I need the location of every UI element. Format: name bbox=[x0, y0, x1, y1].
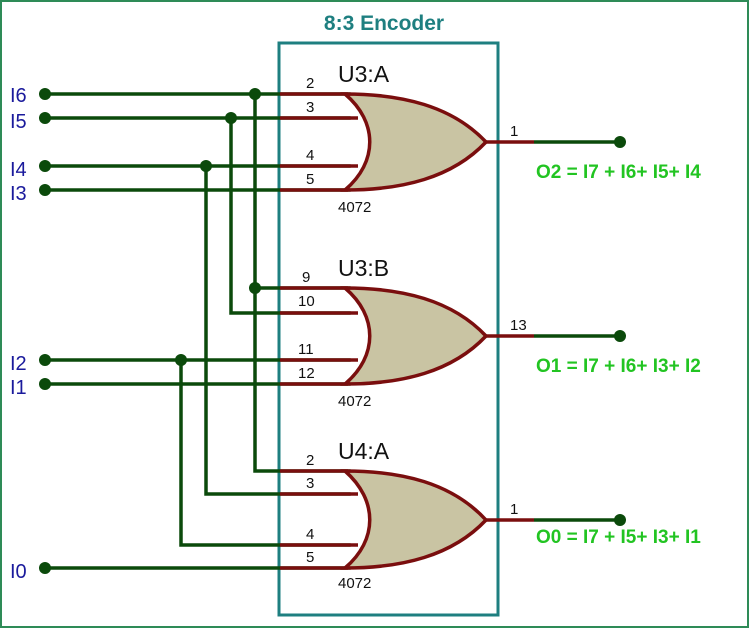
input-label: I2 bbox=[10, 353, 27, 375]
terminal-i4[interactable] bbox=[39, 160, 51, 172]
gate-u3a: U3:A 2 3 4 5 4072 1 bbox=[280, 61, 534, 216]
input-label: I5 bbox=[10, 111, 27, 133]
pin-number: 12 bbox=[298, 365, 315, 382]
input-label: I4 bbox=[10, 159, 27, 181]
pin-number: 3 bbox=[306, 99, 314, 116]
terminal-i6[interactable] bbox=[39, 88, 51, 100]
terminal-i3[interactable] bbox=[39, 184, 51, 196]
or-gate-body bbox=[340, 286, 489, 386]
equation-o0: O0 = I7 + I5+ I3+ I1 bbox=[536, 527, 701, 548]
gate-u3b: U3:B 9 10 11 12 4072 13 bbox=[280, 255, 534, 410]
input-label: I6 bbox=[10, 85, 27, 107]
or-gate-body bbox=[340, 92, 489, 192]
output-pin-number: 1 bbox=[510, 123, 518, 140]
junction-i5 bbox=[225, 112, 237, 124]
terminal-o2[interactable] bbox=[614, 136, 626, 148]
pin-number: 4 bbox=[306, 526, 314, 543]
branch-i5 bbox=[229, 116, 352, 315]
part-number: 4072 bbox=[338, 199, 371, 216]
junction-i6-b bbox=[249, 282, 261, 294]
pin-number: 2 bbox=[306, 452, 314, 469]
pin-number: 9 bbox=[302, 269, 310, 286]
encoder-block bbox=[277, 41, 500, 617]
equation-o1: O1 = I7 + I6+ I3+ I2 bbox=[536, 356, 701, 377]
junction-i4 bbox=[200, 160, 212, 172]
output-pin-number: 1 bbox=[510, 501, 518, 518]
output-equations: O2 = I7 + I6+ I5+ I4 O1 = I7 + I6+ I3+ I… bbox=[536, 162, 701, 548]
equation-o2: O2 = I7 + I6+ I5+ I4 bbox=[536, 162, 701, 183]
terminal-i5[interactable] bbox=[39, 112, 51, 124]
or-gate-body bbox=[340, 469, 489, 570]
pin-number: 4 bbox=[306, 147, 314, 164]
diagram-title: 8:3 Encoder bbox=[324, 12, 444, 35]
terminal-o1[interactable] bbox=[614, 330, 626, 342]
input-label: I0 bbox=[10, 561, 27, 583]
output-pin-number: 13 bbox=[510, 317, 527, 334]
pin-number: 2 bbox=[306, 75, 314, 92]
terminal-i2[interactable] bbox=[39, 354, 51, 366]
pin-number: 5 bbox=[306, 549, 314, 566]
gate-u4a: U4:A 2 3 4 5 4072 1 bbox=[280, 438, 534, 592]
pin-number: 10 bbox=[298, 293, 315, 310]
gate-name: U3:A bbox=[338, 61, 390, 87]
terminal-i0[interactable] bbox=[39, 562, 51, 574]
input-label: I3 bbox=[10, 183, 27, 205]
pin-number: 3 bbox=[306, 475, 314, 492]
output-terminals bbox=[614, 136, 626, 526]
terminal-o0[interactable] bbox=[614, 514, 626, 526]
junction-i2 bbox=[175, 354, 187, 366]
input-labels: I6 I5 I4 I3 I2 I1 I0 bbox=[10, 85, 27, 583]
output-wires bbox=[534, 140, 620, 522]
gate-name: U3:B bbox=[338, 255, 389, 281]
terminal-i1[interactable] bbox=[39, 378, 51, 390]
part-number: 4072 bbox=[338, 575, 371, 592]
input-label: I1 bbox=[10, 377, 27, 399]
part-number: 4072 bbox=[338, 393, 371, 410]
junctions bbox=[175, 88, 261, 366]
input-terminals bbox=[39, 88, 51, 574]
pin-number: 5 bbox=[306, 171, 314, 188]
junction-i6 bbox=[249, 88, 261, 100]
gate-name: U4:A bbox=[338, 438, 390, 464]
pin-number: 11 bbox=[298, 341, 314, 358]
